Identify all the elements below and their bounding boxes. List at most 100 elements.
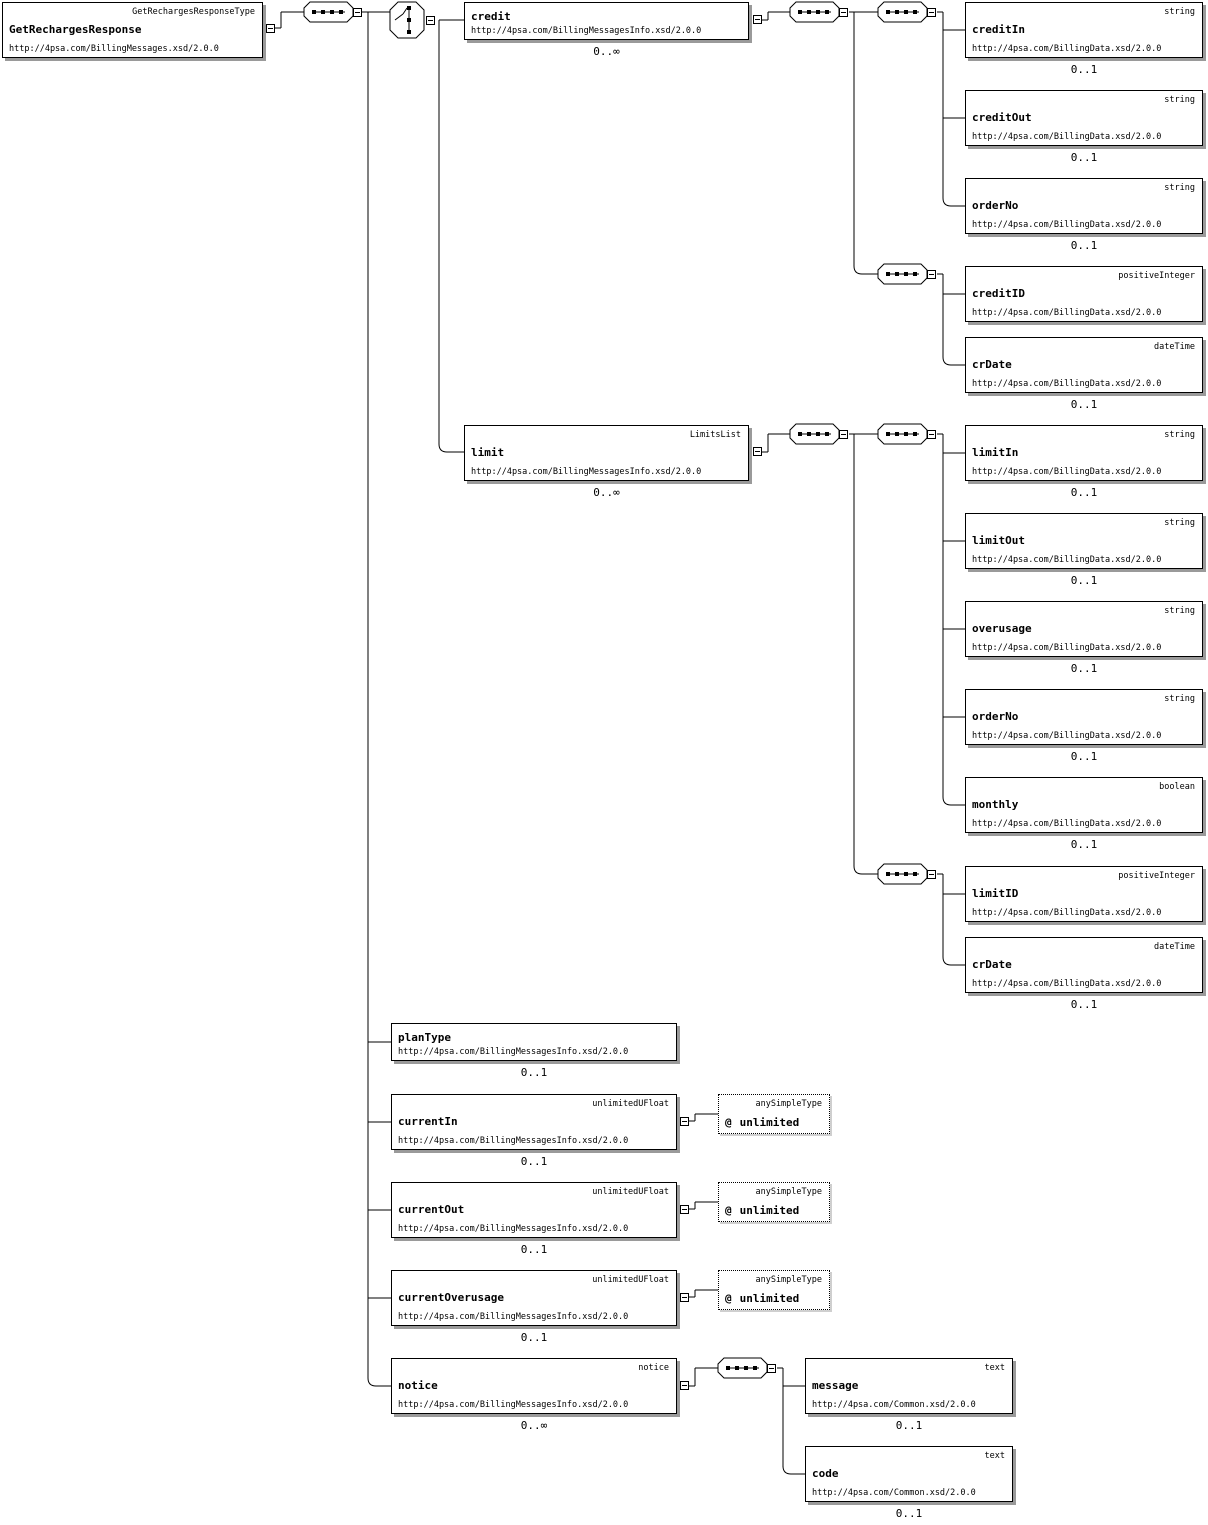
- element-type: string: [1164, 430, 1195, 440]
- element-type: unlimitedUFloat: [592, 1099, 669, 1109]
- element-name: planType: [398, 1031, 451, 1044]
- attribute-unlimited[interactable]: anySimpleType@unlimited: [718, 1094, 830, 1134]
- element-type: string: [1164, 95, 1195, 105]
- element-namespace: http://4psa.com/BillingMessagesInfo.xsd/…: [398, 1400, 629, 1410]
- element-type: unlimitedUFloat: [592, 1275, 669, 1285]
- sequence-collapse-toggle[interactable]: [927, 430, 936, 439]
- sequence-collapse-toggle[interactable]: [767, 1364, 776, 1373]
- element-name: limitOut: [972, 534, 1025, 547]
- credit-collapse-toggle[interactable]: [753, 15, 762, 24]
- element-type: dateTime: [1154, 342, 1195, 352]
- element-currentOverusage[interactable]: unlimitedUFloat currentOverusage http://4p…: [391, 1270, 677, 1326]
- element-overusage[interactable]: string overusage http://4psa.com/BillingDa…: [965, 601, 1203, 657]
- element-namespace: http://4psa.com/BillingMessagesInfo.xsd/…: [471, 467, 702, 477]
- attribute-collapse-toggle[interactable]: [680, 1205, 689, 1214]
- choice-compositor[interactable]: [389, 1, 425, 39]
- notice-sequence[interactable]: [717, 1357, 768, 1379]
- element-type: positiveInteger: [1118, 871, 1195, 881]
- cardinality: 0..1: [1070, 151, 1098, 164]
- sequence-collapse-toggle[interactable]: [839, 8, 848, 17]
- element-namespace: http://4psa.com/BillingData.xsd/2.0.0: [972, 979, 1162, 989]
- choice-collapse-toggle[interactable]: [426, 16, 435, 25]
- attribute-collapse-toggle[interactable]: [680, 1117, 689, 1126]
- element-namespace: http://4psa.com/BillingMessagesInfo.xsd/…: [398, 1312, 629, 1322]
- sequence-collapse-toggle[interactable]: [927, 270, 936, 279]
- attribute-type: anySimpleType: [755, 1099, 822, 1109]
- credit-sequence-2[interactable]: [877, 263, 928, 285]
- sequence-collapse-toggle[interactable]: [927, 870, 936, 879]
- element-name: monthly: [972, 798, 1019, 811]
- element-namespace: http://4psa.com/Common.xsd/2.0.0: [812, 1488, 976, 1498]
- limit-collapse-toggle[interactable]: [753, 447, 762, 456]
- element-crDate[interactable]: dateTime crDate http://4psa.com/BillingDat…: [965, 337, 1203, 393]
- element-namespace: http://4psa.com/BillingData.xsd/2.0.0: [972, 643, 1162, 653]
- element-name: currentOverusage: [398, 1291, 504, 1304]
- element-type: string: [1164, 518, 1195, 528]
- element-type: string: [1164, 694, 1195, 704]
- element-namespace: http://4psa.com/BillingData.xsd/2.0.0: [972, 379, 1162, 389]
- element-name: notice: [398, 1379, 438, 1392]
- cardinality: 0..1: [520, 1155, 548, 1168]
- notice-collapse-toggle[interactable]: [680, 1381, 689, 1390]
- attribute-label: @unlimited: [725, 1292, 799, 1305]
- root-sequence[interactable]: [303, 1, 354, 23]
- element-namespace: http://4psa.com/BillingData.xsd/2.0.0: [972, 731, 1162, 741]
- element-type: unlimitedUFloat: [592, 1187, 669, 1197]
- element-type: string: [1164, 606, 1195, 616]
- limit-sequence[interactable]: [789, 423, 840, 445]
- cardinality: 0..1: [520, 1243, 548, 1256]
- sequence-collapse-toggle[interactable]: [927, 8, 936, 17]
- attribute-unlimited[interactable]: anySimpleType @unlimited: [718, 1182, 830, 1222]
- sequence-collapse-toggle[interactable]: [839, 430, 848, 439]
- limit-sequence-1[interactable]: [877, 423, 928, 445]
- element-name: creditIn: [972, 23, 1025, 36]
- cardinality: 0..1: [895, 1507, 923, 1520]
- element-name: crDate: [972, 358, 1012, 371]
- element-namespace: http://4psa.com/BillingData.xsd/2.0.0: [972, 819, 1162, 829]
- sequence-collapse-toggle[interactable]: [353, 8, 362, 17]
- element-name: currentOut: [398, 1203, 465, 1216]
- cardinality: 0..1: [1070, 574, 1098, 587]
- cardinality: 0..1: [1070, 398, 1098, 411]
- element-limitOut[interactable]: string limitOut http://4psa.com/BillingDat…: [965, 513, 1203, 569]
- attribute-unlimited[interactable]: anySimpleType@unlimited: [718, 1270, 830, 1310]
- attribute-type: anySimpleType: [755, 1187, 822, 1197]
- element-type: boolean: [1159, 782, 1195, 792]
- attribute-label: @unlimited: [725, 1204, 799, 1217]
- attribute-name: unlimited: [739, 1204, 800, 1217]
- element-name: orderNo: [972, 199, 1019, 212]
- attribute-collapse-toggle[interactable]: [680, 1293, 689, 1302]
- limit-sequence-2[interactable]: [877, 863, 928, 885]
- element-name: GetRechargesResponse: [9, 23, 142, 36]
- credit-sequence[interactable]: [789, 1, 840, 23]
- element-type: string: [1164, 183, 1195, 193]
- element-name: overusage: [972, 622, 1032, 635]
- element-namespace: http://4psa.com/BillingData.xsd/2.0.0: [972, 555, 1162, 565]
- element-monthly[interactable]: boolean monthly http://4psa.com/BillingDat…: [965, 777, 1203, 833]
- credit-sequence-1[interactable]: [877, 1, 928, 23]
- element-name: crDate: [972, 958, 1012, 971]
- root-collapse-toggle[interactable]: [266, 24, 275, 33]
- element-name: creditID: [972, 287, 1025, 300]
- element-namespace: http://4psa.com/BillingData.xsd/2.0.0: [972, 467, 1162, 477]
- attribute-name: unlimited: [739, 1116, 800, 1129]
